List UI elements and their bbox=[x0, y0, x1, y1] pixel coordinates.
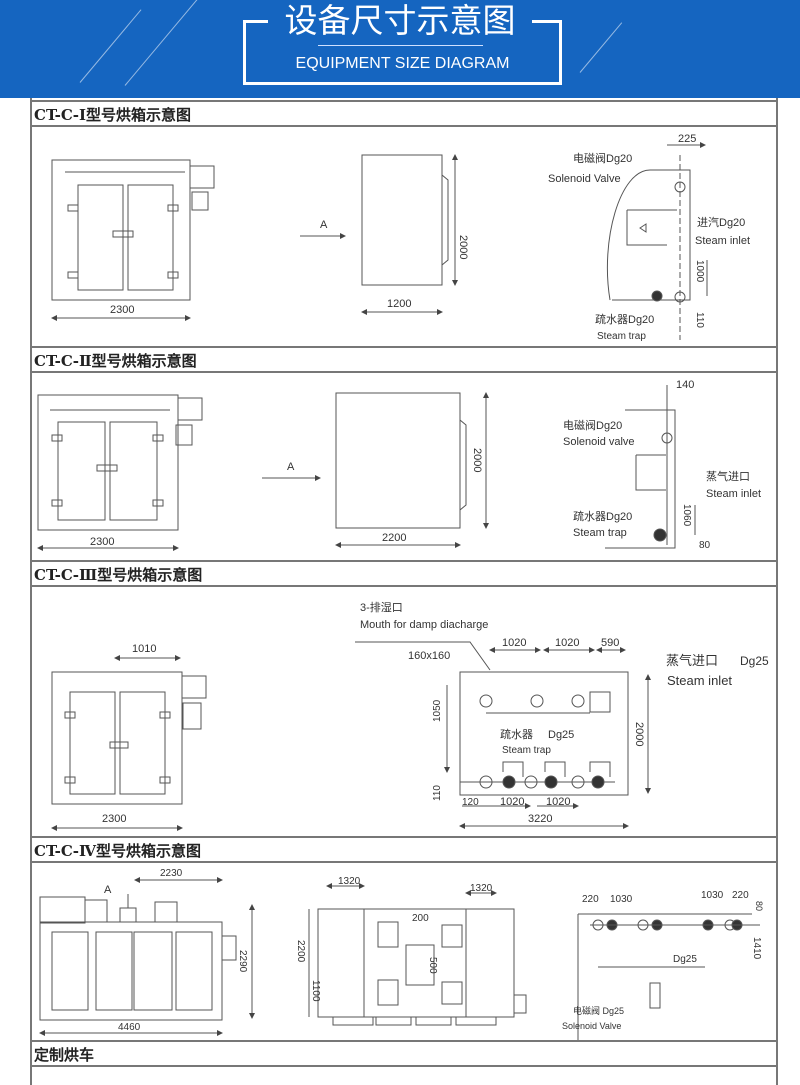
divider bbox=[318, 45, 483, 46]
inlet-label-cn: 蒸气进口 bbox=[666, 653, 718, 668]
inlet-label-en: Steam inlet bbox=[667, 673, 732, 688]
title-frame bbox=[243, 20, 562, 85]
dim-top-3: 590 bbox=[601, 637, 619, 649]
dim-pipe-3: 1030 bbox=[701, 890, 724, 901]
solenoid-label-en: Solenoid Valve bbox=[562, 1021, 621, 1031]
dim-width: 2300 bbox=[90, 536, 114, 548]
dim-pipe-4: 220 bbox=[732, 890, 749, 901]
trap-dg: Dg25 bbox=[548, 729, 574, 741]
dim-pipe-height: 1410 bbox=[751, 937, 762, 960]
solenoid-label-cn: 电磁阀 Dg25 bbox=[573, 1005, 624, 1016]
dim-top-1: 1020 bbox=[502, 637, 526, 649]
section-title-1: CT-C-Ⅰ型号烘箱示意图 bbox=[32, 100, 776, 127]
dim-trap-height: 110 bbox=[694, 312, 705, 328]
dim-trap-height: 110 bbox=[432, 785, 443, 801]
front-view-1: 2300 bbox=[51, 159, 215, 321]
dim-bottom-1: 120 bbox=[462, 797, 479, 808]
pipe-dg-label: Dg25 bbox=[673, 954, 697, 965]
section-title-3: CT-C-Ⅲ型号烘箱示意图 bbox=[32, 560, 776, 587]
trap-label-cn: 疏水器Dg20 bbox=[595, 312, 654, 326]
front-view-2: 2300 bbox=[37, 394, 203, 551]
view-label: A bbox=[287, 461, 295, 473]
dim-width: 2300 bbox=[102, 813, 126, 825]
pipe-diagram-4: 220 1030 1030 220 80 1410 Dg25 电磁阀 Dg25 … bbox=[562, 890, 764, 1040]
dim-height: 2290 bbox=[237, 950, 248, 973]
dim-width: 4460 bbox=[118, 1022, 141, 1033]
trap-label-en: Steam trap bbox=[502, 745, 551, 756]
solenoid-label-cn: 电磁阀Dg20 bbox=[573, 151, 632, 165]
diagram-table: CT-C-Ⅰ型号烘箱示意图 CT-C-Ⅱ型号烘箱示意图 CT-C-Ⅲ型号烘箱示意… bbox=[30, 98, 778, 1085]
side-view-1: A 2000 1200 bbox=[300, 154, 469, 315]
section-title-5: 定制烘车 bbox=[32, 1040, 776, 1067]
dim-motor-span: 2230 bbox=[160, 868, 183, 879]
solenoid-label-cn: 电磁阀Dg20 bbox=[563, 418, 622, 432]
side-view-2: A 2000 2200 bbox=[262, 392, 489, 548]
trap-label-en: Steam trap bbox=[597, 331, 646, 342]
banner: 设备尺寸示意图 EQUIPMENT SIZE DIAGRAM bbox=[0, 0, 800, 98]
title-frame bbox=[532, 20, 559, 23]
dim-pipe-1: 220 bbox=[582, 894, 599, 905]
pipe-diagram-1: 225 电磁阀Dg20 Solenoid Valve 进汽Dg20 Steam … bbox=[548, 133, 750, 342]
dim-total: 3220 bbox=[528, 813, 552, 825]
dim-pipe-top: 80 bbox=[754, 901, 764, 911]
page-title: 设备尺寸示意图 bbox=[284, 1, 516, 40]
solenoid-label-en: Solenoid valve bbox=[563, 436, 635, 448]
dim-height: 2000 bbox=[633, 722, 645, 746]
front-view-3: 1010 2300 bbox=[51, 643, 207, 831]
dim-inlet-height: 1000 bbox=[694, 260, 705, 283]
dim-depth: 1200 bbox=[387, 298, 411, 310]
dim-trap-height: 80 bbox=[699, 540, 711, 551]
page-subtitle: EQUIPMENT SIZE DIAGRAM bbox=[295, 55, 510, 72]
inlet-label-cn: 蒸气进口 bbox=[706, 469, 750, 483]
front-view-4: A 2230 2290 4460 bbox=[39, 868, 255, 1036]
dim-top-2: 1020 bbox=[555, 637, 579, 649]
side-view-4: 1320 1320 200 500 2200 1100 bbox=[295, 876, 527, 1026]
dim-window-height: 500 bbox=[427, 957, 438, 974]
dim-side-mid: 1100 bbox=[310, 980, 321, 1002]
dim-height: 2000 bbox=[457, 235, 469, 259]
dim-side-height: 2200 bbox=[295, 940, 306, 963]
dim-side-right: 1320 bbox=[470, 883, 493, 894]
view-label: A bbox=[104, 884, 112, 896]
inlet-dg: Dg25 bbox=[740, 654, 769, 668]
trap-label-cn: 疏水器 bbox=[500, 727, 533, 741]
top-view-3: 3-排湿口 Mouth for damp diacharge 160x160 1… bbox=[355, 600, 769, 829]
dim-pipe-2: 1030 bbox=[610, 894, 633, 905]
section-title-2: CT-C-Ⅱ型号烘箱示意图 bbox=[32, 346, 776, 373]
inlet-label-cn: 进汽Dg20 bbox=[697, 215, 745, 229]
dim-side-left: 1320 bbox=[338, 876, 361, 887]
dim-height: 2000 bbox=[471, 448, 483, 472]
view-label: A bbox=[320, 219, 328, 231]
vent-label-cn: 3-排湿口 bbox=[360, 600, 403, 614]
trap-label-en: Steam trap bbox=[573, 527, 627, 539]
dim-pipe-offset: 140 bbox=[676, 379, 694, 391]
dim-bottom-3: 1020 bbox=[546, 796, 570, 808]
dim-door-width: 1010 bbox=[132, 643, 156, 655]
dim-depth: 2200 bbox=[382, 532, 406, 544]
vent-label-en: Mouth for damp diacharge bbox=[360, 619, 488, 631]
dim-pipe-offset: 225 bbox=[678, 133, 696, 145]
trap-label-cn: 疏水器Dg20 bbox=[573, 509, 632, 523]
pipe-diagram-2: 140 电磁阀Dg20 Solenoid valve 蒸气进口 Steam in… bbox=[563, 379, 761, 551]
dim-width: 2300 bbox=[110, 304, 134, 316]
inlet-label-en: Steam inlet bbox=[706, 488, 761, 500]
dim-window-width: 200 bbox=[412, 913, 429, 924]
section-title-4: CT-C-Ⅳ型号烘箱示意图 bbox=[32, 836, 776, 863]
dim-inlet-height: 1050 bbox=[432, 699, 443, 722]
inlet-label-en: Steam inlet bbox=[695, 235, 750, 247]
dim-bottom-2: 1020 bbox=[500, 796, 524, 808]
title-frame bbox=[243, 20, 268, 23]
solenoid-label-en: Solenoid Valve bbox=[548, 173, 621, 185]
dim-inlet-height: 1060 bbox=[681, 504, 692, 527]
dim-vent-size: 160x160 bbox=[408, 650, 450, 662]
